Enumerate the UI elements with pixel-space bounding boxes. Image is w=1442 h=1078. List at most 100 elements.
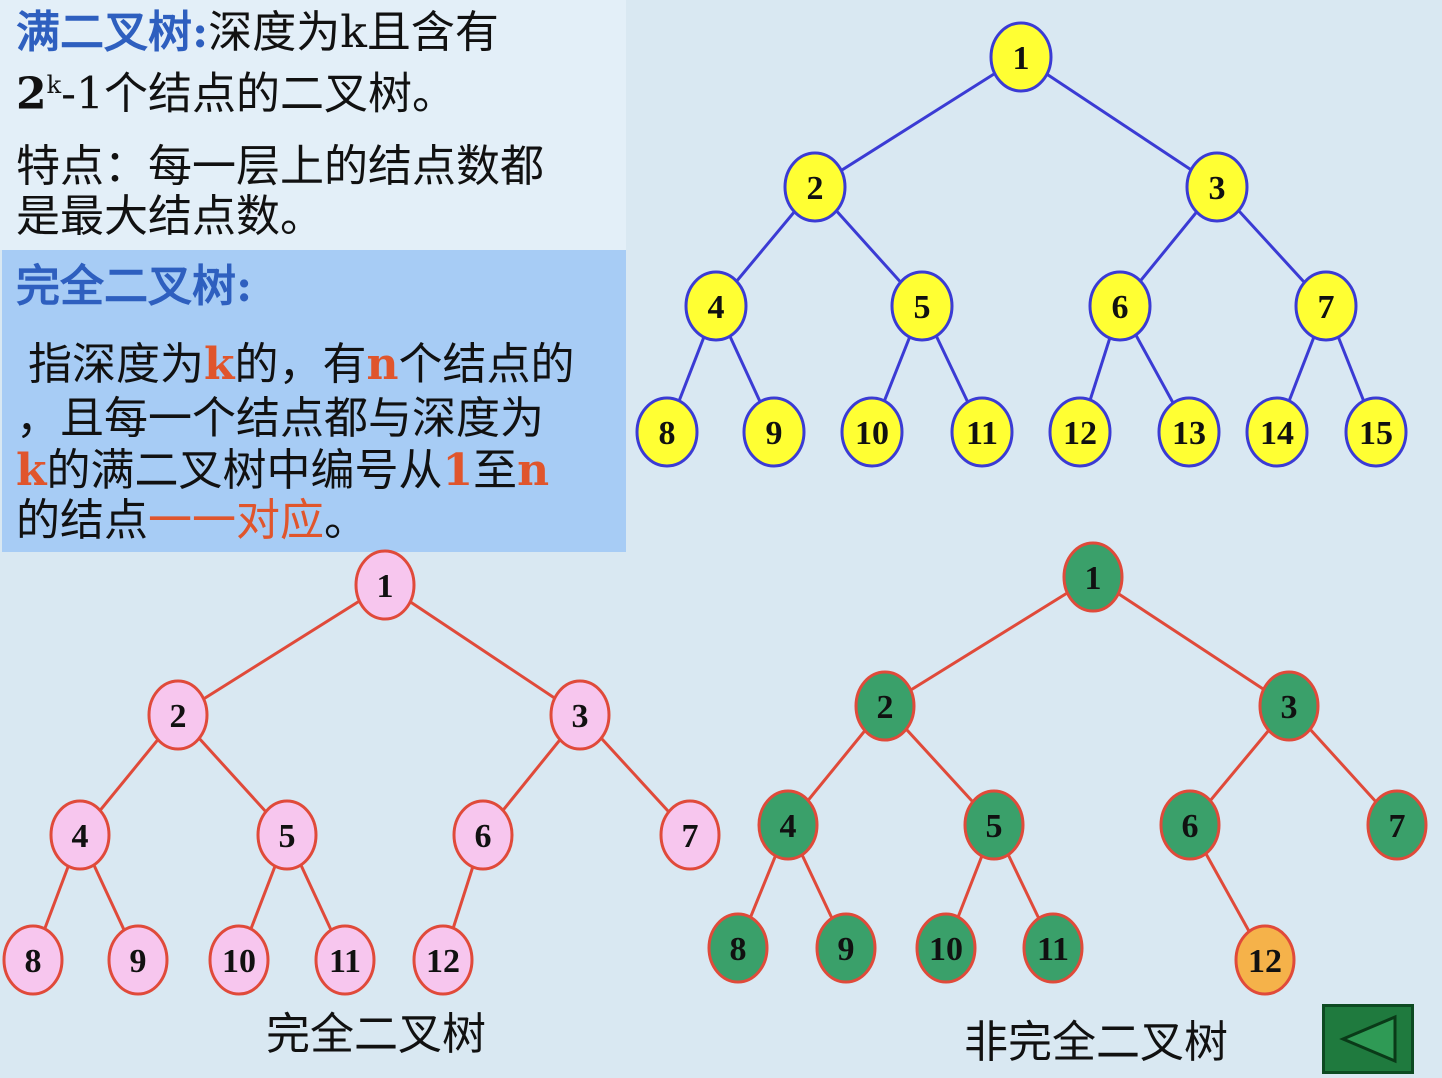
incomplete-tree-node-5: 5 xyxy=(963,789,1025,861)
incomplete-tree-node-label: 3 xyxy=(1281,689,1298,726)
complete-tree-node-label: 2 xyxy=(170,698,187,735)
full-tree-node-label: 7 xyxy=(1318,289,1335,326)
def-text: 。 xyxy=(324,495,368,546)
complete-tree-node-8: 8 xyxy=(2,924,64,996)
incomplete-tree-node-label: 6 xyxy=(1182,808,1199,845)
complete-tree-node-2: 2 xyxy=(147,679,209,751)
complete-tree-node-label: 7 xyxy=(682,818,699,855)
complete-tree-node-label: 6 xyxy=(475,818,492,855)
complete-tree-node-10: 10 xyxy=(208,924,270,996)
back-button[interactable] xyxy=(1322,1004,1414,1074)
incomplete-tree-node-label: 1 xyxy=(1085,560,1102,597)
complete-tree-node-1: 1 xyxy=(354,549,416,621)
full-tree-node-12: 12 xyxy=(1048,396,1112,468)
full-tree-node-11: 11 xyxy=(950,396,1014,468)
full-tree-node-10: 10 xyxy=(840,396,904,468)
complete-tree-node-label: 11 xyxy=(329,943,361,980)
formula-exp: k xyxy=(46,71,62,99)
full-tree-desc-1: 深度为k且含有 xyxy=(208,7,499,58)
def-one: 1 xyxy=(442,445,474,496)
full-tree-node-13: 13 xyxy=(1157,396,1221,468)
full-tree-node-4: 4 xyxy=(684,270,748,342)
incomplete-tree-node-label: 7 xyxy=(1389,808,1406,845)
complete-tree-node-12: 12 xyxy=(412,924,474,996)
full-tree-node-label: 13 xyxy=(1172,415,1206,452)
incomplete-tree-node-7: 7 xyxy=(1366,789,1428,861)
full-tree-node-14: 14 xyxy=(1245,396,1309,468)
full-tree-node-6: 6 xyxy=(1088,270,1152,342)
incomplete-tree-node-10: 10 xyxy=(915,912,977,984)
full-tree-feature-line2: 是最大结点数。 xyxy=(16,191,324,242)
full-tree-feature-line1: 特点：每一层上的结点数都 xyxy=(16,141,544,192)
incomplete-tree-caption: 非完全二叉树 xyxy=(964,1017,1228,1068)
incomplete-tree-node-8: 8 xyxy=(707,912,769,984)
incomplete-tree-node-label: 8 xyxy=(730,931,747,968)
def-text: 的，有 xyxy=(234,339,367,390)
incomplete-tree-edge xyxy=(884,575,1094,708)
complete-tree-definition-box xyxy=(2,250,626,552)
full-tree-definition-line1: 满二叉树:深度为k且含有 xyxy=(16,6,499,60)
incomplete-tree-node-label: 4 xyxy=(780,808,797,845)
complete-tree-node-9: 9 xyxy=(107,924,169,996)
full-tree-node-15: 15 xyxy=(1344,396,1408,468)
full-tree-desc-2: -1个结点的二叉树。 xyxy=(61,68,457,120)
complete-tree-edge xyxy=(177,583,386,717)
full-tree-node-9: 9 xyxy=(742,396,806,468)
complete-tree-node-5: 5 xyxy=(256,799,318,871)
complete-tree-edge xyxy=(384,583,581,717)
def-one-to-one: 一一对应 xyxy=(148,495,324,546)
full-tree-node-8: 8 xyxy=(635,396,699,468)
def-k: k xyxy=(16,445,47,496)
full-tree-node-label: 2 xyxy=(807,170,824,207)
complete-tree-title-text: 完全二叉树: xyxy=(16,261,253,312)
full-tree-definition-box xyxy=(0,0,626,250)
incomplete-tree-edge xyxy=(1092,575,1290,708)
incomplete-tree-node-label: 10 xyxy=(929,931,963,968)
full-tree-node-label: 15 xyxy=(1359,415,1393,452)
complete-tree-node-label: 3 xyxy=(572,698,589,735)
incomplete-tree-node-2: 2 xyxy=(854,670,916,742)
complete-tree-node-label: 1 xyxy=(377,568,394,605)
incomplete-tree-node-12: 12 xyxy=(1234,924,1296,996)
incomplete-tree-node-6: 6 xyxy=(1159,789,1221,861)
full-tree-node-label: 5 xyxy=(914,289,931,326)
complete-tree-caption: 完全二叉树 xyxy=(266,1009,486,1060)
def-n: n xyxy=(517,445,550,496)
complete-tree-node-11: 11 xyxy=(314,924,376,996)
def-text: 指深度为 xyxy=(28,339,204,390)
full-tree-node-label: 12 xyxy=(1063,415,1097,452)
full-tree-node-label: 11 xyxy=(966,415,998,452)
def-text: 个结点的 xyxy=(398,339,575,390)
full-tree-node-7: 7 xyxy=(1294,270,1358,342)
full-tree-node-label: 1 xyxy=(1013,40,1030,77)
incomplete-tree-node-label: 11 xyxy=(1037,931,1069,968)
full-tree-node-label: 4 xyxy=(708,289,725,326)
complete-def-line2: ，且每一个结点都与深度为 xyxy=(16,393,544,444)
complete-tree-node-3: 3 xyxy=(549,679,611,751)
complete-tree-node-label: 8 xyxy=(25,943,42,980)
full-tree-title: 满二叉树: xyxy=(16,7,209,58)
full-tree-node-label: 6 xyxy=(1112,289,1129,326)
def-k: k xyxy=(204,339,235,390)
full-tree-node-3: 3 xyxy=(1185,151,1249,223)
full-tree-node-1: 1 xyxy=(989,21,1053,93)
complete-def-line4: 的结点一一对应。 xyxy=(16,494,368,548)
incomplete-tree-node-11: 11 xyxy=(1022,912,1084,984)
incomplete-tree-node-label: 12 xyxy=(1248,943,1282,980)
incomplete-tree-node-1: 1 xyxy=(1062,541,1124,613)
full-tree-node-5: 5 xyxy=(890,270,954,342)
full-tree-node-label: 9 xyxy=(766,415,783,452)
incomplete-tree-node-9: 9 xyxy=(815,912,877,984)
complete-tree-node-6: 6 xyxy=(452,799,514,871)
full-tree-definition-line2: 2k-1个结点的二叉树。 xyxy=(16,58,456,122)
incomplete-tree-node-3: 3 xyxy=(1258,670,1320,742)
complete-tree-node-label: 9 xyxy=(130,943,147,980)
def-text: 的满二叉树中编号从 xyxy=(46,445,443,496)
incomplete-tree-node-label: 5 xyxy=(986,808,1003,845)
full-tree-node-label: 14 xyxy=(1260,415,1294,452)
complete-def-line3: k的满二叉树中编号从1至n xyxy=(16,444,549,498)
incomplete-tree-node-label: 9 xyxy=(838,931,855,968)
full-tree-node-label: 3 xyxy=(1209,170,1226,207)
